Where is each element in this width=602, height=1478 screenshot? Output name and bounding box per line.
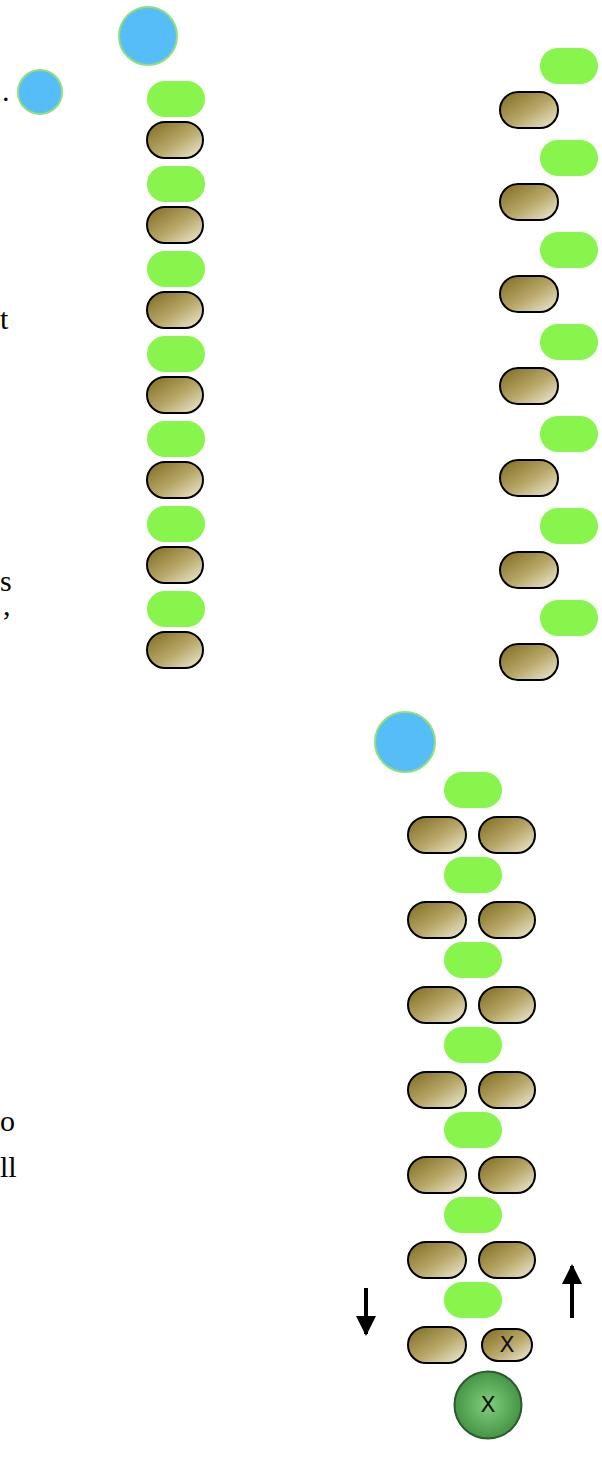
green-ball: X <box>453 1370 523 1440</box>
text-fragment: o <box>0 1106 15 1136</box>
green-subunit <box>444 1197 502 1233</box>
brown-subunit <box>408 1242 466 1278</box>
brown-subunit <box>408 902 466 938</box>
text-fragment: . <box>2 76 10 106</box>
green-subunit <box>147 166 205 202</box>
text-fragment: ll <box>0 1152 17 1182</box>
green-subunit <box>444 857 502 893</box>
brown-subunit <box>147 462 203 498</box>
brown-subunit <box>408 817 466 853</box>
blue-cap <box>119 7 177 65</box>
brown-subunit <box>479 902 535 938</box>
green-subunit <box>147 81 205 117</box>
text-fragment: , <box>3 590 11 620</box>
green-subunit <box>147 251 205 287</box>
brown-subunit <box>500 460 558 496</box>
down-arrow <box>364 1288 368 1334</box>
green-subunit <box>540 324 598 360</box>
brown-subunit <box>500 92 558 128</box>
brown-subunit <box>147 207 203 243</box>
brown-subunit <box>408 987 466 1023</box>
green-subunit <box>540 48 598 84</box>
node-text: X <box>480 1394 495 1416</box>
brown-subunit <box>479 817 535 853</box>
brown-subunit <box>147 377 203 413</box>
brown-subunit <box>147 292 203 328</box>
up-arrow <box>570 1266 574 1318</box>
brown-subunit <box>147 122 203 158</box>
brown-subunit <box>500 368 558 404</box>
brown-subunit <box>147 632 203 668</box>
green-subunit <box>444 1027 502 1063</box>
node-text: X <box>499 1334 514 1356</box>
oval-shape <box>482 1329 532 1361</box>
green-subunit <box>444 1282 502 1318</box>
brown-subunit <box>479 1072 535 1108</box>
brown-subunit <box>479 987 535 1023</box>
green-subunit <box>540 600 598 636</box>
blue-cap <box>375 712 435 772</box>
brown-subunit <box>147 547 203 583</box>
brown-subunit <box>408 1072 466 1108</box>
green-subunit <box>540 416 598 452</box>
brown-subunit <box>408 1327 466 1363</box>
brown-subunit <box>479 1242 535 1278</box>
green-subunit <box>444 1112 502 1148</box>
green-subunit <box>147 421 205 457</box>
text-fragment: t <box>0 304 8 334</box>
green-subunit <box>444 942 502 978</box>
green-subunit <box>147 506 205 542</box>
brown-subunit <box>408 1157 466 1193</box>
brown-subunit <box>500 644 558 680</box>
green-subunit <box>540 232 598 268</box>
green-subunit <box>444 772 502 808</box>
brown-subunit <box>500 276 558 312</box>
brown-subunit <box>479 1157 535 1193</box>
blue-cap <box>18 70 62 114</box>
brown-subunit <box>500 552 558 588</box>
green-subunit <box>540 508 598 544</box>
ball-shape <box>455 1372 522 1439</box>
brown-subunit <box>500 184 558 220</box>
green-subunit <box>147 591 205 627</box>
green-subunit <box>540 140 598 176</box>
marked-subunit: X <box>481 1328 533 1362</box>
green-subunit <box>147 336 205 372</box>
